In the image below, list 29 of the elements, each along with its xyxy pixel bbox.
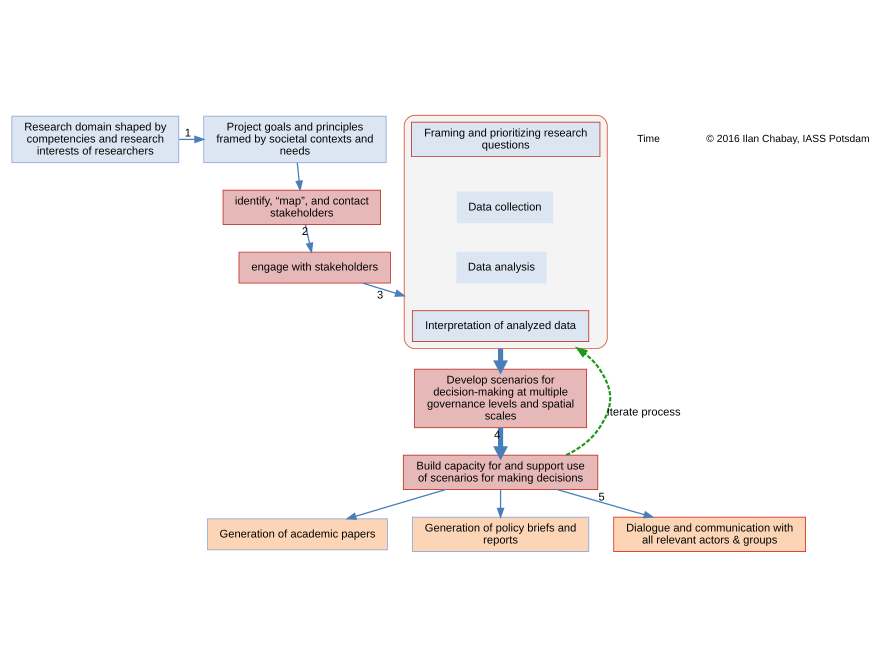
arrow <box>493 428 508 460</box>
arrow <box>295 162 304 192</box>
cluster <box>404 114 608 349</box>
arrow <box>496 490 504 519</box>
edge-label: 5 <box>598 491 605 504</box>
node-box: identify, “map”, and contact stakeholders <box>222 190 381 226</box>
arrow <box>557 489 655 518</box>
label: Time <box>637 134 660 146</box>
node-box: engage with stakeholders <box>238 252 391 284</box>
node-box: Dialogue and communication with all relevant actors & groups <box>613 516 806 552</box>
arrow <box>345 489 446 520</box>
node-box: Build capacity for and support use of scenarios for making decisions <box>402 454 598 490</box>
node-box: Framing and prioritizing research questions <box>411 122 600 158</box>
node-box: Data analysis <box>456 252 547 284</box>
arrow <box>179 136 206 144</box>
edge-label: 3 <box>377 289 384 302</box>
node-box: Data collection <box>456 191 554 224</box>
node-box: Interpretation of analyzed data <box>412 310 590 342</box>
node-box: Generation of academic papers <box>207 518 388 550</box>
edge-label: 1 <box>184 127 192 140</box>
edge-label: Iterate process <box>606 406 681 418</box>
node-box: Develop scenarios for decision-making at multiple governance levels and spatial scales <box>414 368 588 428</box>
node-box: Generation of policy briefs and reports <box>412 516 590 552</box>
node-box: Research domain shaped by competencies and research interests of researchers <box>11 116 180 164</box>
node-box: Project goals and principles framed by societal contexts and needs <box>203 116 387 164</box>
label: © 2016 Ilan Chabay, IASS Potsdam <box>706 134 870 146</box>
arrow <box>493 348 508 374</box>
arrow <box>362 282 406 297</box>
arrow <box>566 346 612 456</box>
